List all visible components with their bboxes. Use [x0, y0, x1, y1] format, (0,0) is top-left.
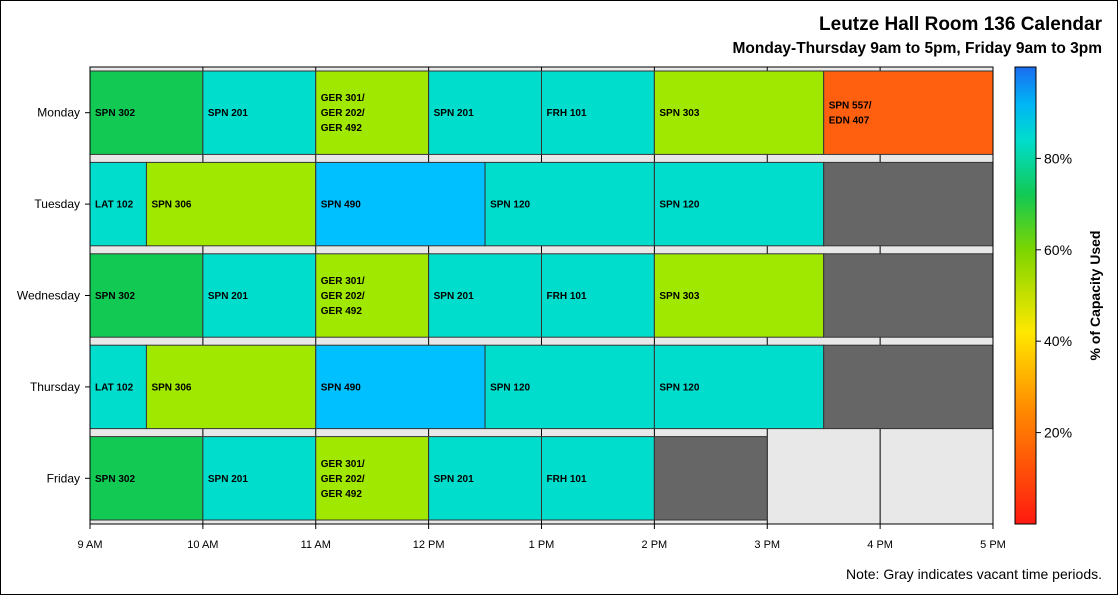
session-label: GER 492 [321, 123, 363, 134]
session-bar [541, 436, 655, 521]
x-tick-label: 10 AM [187, 539, 218, 551]
session-label: SPN 120 [659, 200, 699, 211]
colorbar-tick-label: 20% [1044, 425, 1072, 441]
session-label: GER 492 [321, 489, 363, 500]
vacant-bar [653, 436, 768, 521]
session-bar [89, 161, 147, 247]
session-bar [145, 161, 317, 247]
session-label: FRH 101 [547, 474, 587, 485]
session-label: SPN 201 [434, 291, 474, 302]
session-label: GER 202/ [321, 291, 365, 302]
session-label: SPN 201 [208, 291, 248, 302]
session-label: FRH 101 [547, 108, 587, 119]
day-label: Monday [37, 106, 80, 120]
session-bar [653, 344, 825, 430]
colorbar-tick-label: 60% [1044, 242, 1072, 258]
chart-note: Note: Gray indicates vacant time periods… [845, 566, 1102, 582]
session-bar [89, 344, 147, 430]
session-bar [89, 253, 204, 338]
session-bar [202, 70, 317, 155]
session-label: SPN 201 [208, 108, 248, 119]
day-label: Wednesday [17, 289, 80, 303]
session-label: SPN 120 [490, 200, 530, 211]
x-tick-label: 1 PM [529, 539, 555, 551]
session-bar [541, 253, 655, 338]
session-label: SPN 306 [151, 382, 191, 393]
session-bar [484, 161, 655, 247]
session-bar [484, 344, 655, 430]
session-label: SPN 302 [95, 291, 135, 302]
session-bar [202, 436, 317, 521]
x-tick-label: 3 PM [754, 539, 780, 551]
session-bar [428, 253, 542, 338]
session-bar [653, 161, 825, 247]
session-label: GER 202/ [321, 474, 365, 485]
session-label: SPN 120 [490, 382, 530, 393]
vacant-bar [823, 161, 994, 247]
colorbar-title: % of Capacity Used [1087, 231, 1103, 361]
session-label: LAT 102 [95, 200, 134, 211]
session-bar [315, 436, 430, 521]
session-bar [315, 161, 486, 247]
chart-subtitle: Monday-Thursday 9am to 5pm, Friday 9am t… [732, 40, 1103, 57]
colorbar-tick-label: 40% [1044, 333, 1072, 349]
session-bar [653, 253, 825, 338]
session-bar [315, 253, 430, 338]
session-bar [823, 70, 994, 155]
x-tick-label: 2 PM [642, 539, 668, 551]
session-label: GER 301/ [321, 459, 365, 470]
vacant-bar [823, 344, 994, 430]
session-label: EDN 407 [829, 116, 870, 127]
x-tick-label: 5 PM [980, 539, 1006, 551]
session-bar [428, 436, 542, 521]
session-label: SPN 302 [95, 108, 135, 119]
x-tick-label: 11 AM [301, 539, 331, 551]
session-label: SPN 490 [321, 200, 361, 211]
session-bar [145, 344, 317, 430]
session-label: GER 301/ [321, 93, 365, 104]
session-label: FRH 101 [547, 291, 587, 302]
session-label: SPN 120 [659, 382, 699, 393]
session-label: SPN 201 [434, 108, 474, 119]
session-bar [428, 70, 542, 155]
session-label: SPN 201 [434, 474, 474, 485]
day-label: Friday [47, 471, 80, 485]
session-label: SPN 303 [659, 108, 699, 119]
session-label: SPN 302 [95, 474, 135, 485]
x-tick-label: 9 AM [77, 539, 102, 551]
session-label: SPN 557/ [829, 101, 872, 112]
session-bar [315, 70, 430, 155]
session-label: GER 202/ [321, 108, 365, 119]
session-label: SPN 201 [208, 474, 248, 485]
chart-title: Leutze Hall Room 136 Calendar [819, 14, 1102, 35]
session-label: SPN 306 [151, 200, 191, 211]
session-label: LAT 102 [95, 382, 134, 393]
x-tick-label: 12 PM [413, 539, 445, 551]
session-bar [89, 436, 204, 521]
session-label: SPN 303 [659, 291, 699, 302]
x-tick-label: 4 PM [867, 539, 893, 551]
colorbar [1014, 66, 1037, 525]
session-bar [541, 70, 655, 155]
session-label: SPN 490 [321, 382, 361, 393]
session-bar [315, 344, 486, 430]
day-label: Thursday [30, 380, 80, 394]
session-label: GER 492 [321, 306, 363, 317]
session-bar [202, 253, 317, 338]
colorbar-tick-label: 80% [1044, 150, 1072, 166]
day-label: Tuesday [34, 197, 80, 211]
vacant-bar [823, 253, 994, 338]
session-label: GER 301/ [321, 276, 365, 287]
